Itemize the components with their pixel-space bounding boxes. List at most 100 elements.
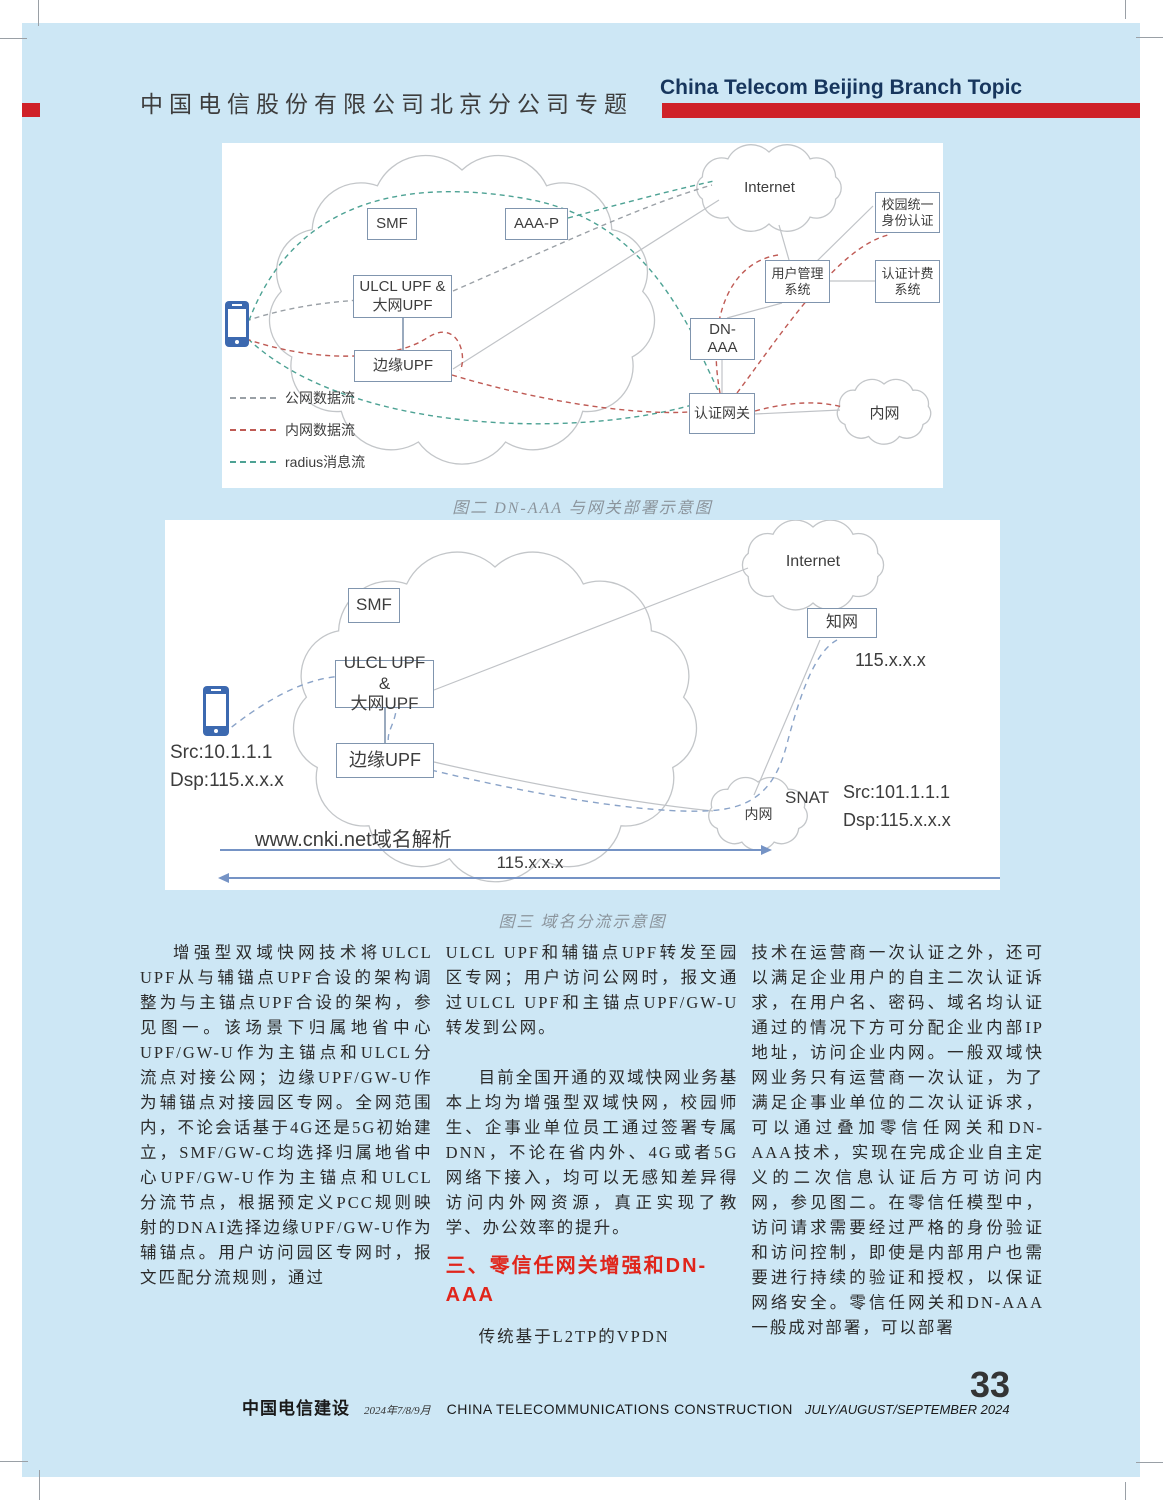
footer-date-chinese: 2024年7/8/9月 <box>364 1405 431 1417</box>
node-edge-upf-label: 边缘UPF <box>372 356 433 374</box>
crop-mark <box>1136 1462 1163 1463</box>
intranet-cloud-label: 内网 <box>869 405 900 422</box>
figure2-caption: 图二 DN-AAA 与网关部署示意图 <box>452 500 713 517</box>
node-aaa-p: AAA-P <box>505 208 568 240</box>
dns-resolve-label: www.cnki.net域名解析 <box>255 829 452 851</box>
phone-speaker <box>232 304 242 306</box>
node-user-mgmt-line2: 系统 <box>784 281 811 297</box>
node-smf: SMF <box>348 588 400 623</box>
crop-mark <box>1136 37 1163 38</box>
return-ip-label: 115.x.x.x <box>496 853 564 872</box>
nat-src-ip-label: Src:101.1.1.1 <box>843 782 951 802</box>
node-smf: SMF <box>367 208 417 240</box>
node-dn-aaa-line2: AAA <box>707 339 738 356</box>
phone-screen <box>206 694 226 726</box>
crop-mark <box>0 1461 28 1462</box>
node-smf-label: SMF <box>356 595 392 615</box>
paragraph: 技术在运营商一次认证之外，还可以满足企业用户的自主二次认证诉求，在用户名、密码、… <box>751 943 1044 1337</box>
node-billing-line1: 认证计费 <box>881 265 934 281</box>
page-footer: 中国电信建设 2024年7/8/9月 CHINA TELECOMMUNICATI… <box>242 1394 1010 1419</box>
dns-arrow-right <box>220 845 772 855</box>
figure3-caption: 图三 域名分流示意图 <box>498 914 667 931</box>
internet-cloud <box>741 520 885 611</box>
node-aaa-p-label: AAA-P <box>513 214 559 232</box>
gray-connectors <box>452 199 875 415</box>
figure2-legend: 公网数据流 内网数据流 radius消息流 <box>230 389 365 485</box>
figure2-panel: SMF AAA-P ULCL UPF & 大网UPF 边缘UPF 校园统一 身份… <box>222 143 943 488</box>
gray-connectors <box>433 567 821 812</box>
phone-home-dot <box>214 729 218 733</box>
legend-row-radius: radius消息流 <box>230 453 365 471</box>
footer-date-english: JULY/AUGUST/SEPTEMBER 2024 <box>804 1402 1010 1417</box>
node-dn-aaa-line1: DN- <box>709 320 736 338</box>
node-auth-gateway-label: 认证网关 <box>694 404 750 421</box>
node-ulcl-line2: 大网UPF <box>350 694 419 714</box>
node-ulcl-line1: ULCL UPF & <box>359 278 446 296</box>
phone-screen <box>228 309 246 337</box>
snat-label: SNAT <box>785 788 830 807</box>
node-ulcl-upf: ULCL UPF & 大网UPF <box>335 653 434 713</box>
node-edge-upf-label: 边缘UPF <box>349 749 421 770</box>
paragraph: 增强型双域快网技术将ULCL UPF从与辅锚点UPF合设的架构调整为与主锚点UP… <box>140 943 433 1287</box>
internet-cloud-label: Internet <box>785 553 841 570</box>
nat-dsp-ip-label: Dsp:115.x.x.x <box>843 810 951 830</box>
legend-label-radius: radius消息流 <box>285 454 366 470</box>
article-column-3: 技术在运营商一次认证之外，还可以满足企业用户的自主二次认证诉求，在用户名、密码、… <box>751 940 1044 1349</box>
phone-home-dot <box>235 340 239 344</box>
node-billing-line2: 系统 <box>894 281 921 297</box>
node-campus-identity: 校园统一 身份认证 <box>875 192 940 233</box>
legend-row-intranet: 内网数据流 <box>230 421 365 439</box>
mobile-phone-icon <box>225 301 249 347</box>
intranet-cloud <box>836 378 932 445</box>
phone-speaker <box>210 689 222 691</box>
paragraph: ULCL UPF和辅锚点UPF转发至园区专网；用户访问公网时，报文通过ULCL … <box>445 943 739 1037</box>
crop-mark <box>1125 1482 1126 1500</box>
node-ulcl-line1: ULCL UPF & <box>343 652 426 693</box>
intranet-flow-dash-icon <box>230 429 276 431</box>
paragraph: 传统基于L2TP的VPDN <box>478 1327 670 1346</box>
ue-src-ip-label: Src:10.1.1.1 <box>170 742 273 763</box>
node-zhiwang: 知网 <box>807 608 877 638</box>
node-auth-gateway: 认证网关 <box>689 393 755 434</box>
ip-arrow-left <box>218 873 1000 883</box>
article-columns: 增强型双域快网技术将ULCL UPF从与辅锚点UPF合设的架构调整为与主锚点UP… <box>140 940 1044 1349</box>
node-smf-label: SMF <box>376 214 408 232</box>
core-network-cloud <box>292 551 698 883</box>
node-edge-upf: 边缘UPF <box>336 743 434 778</box>
legend-label-public: 公网数据流 <box>285 390 355 406</box>
legend-row-public: 公网数据流 <box>230 389 365 407</box>
header-red-bar <box>662 103 1140 118</box>
mobile-phone-icon <box>203 686 229 736</box>
crop-mark <box>38 0 39 26</box>
node-dn-aaa: DN- AAA <box>690 318 755 360</box>
zhiwang-ip-label: 115.x.x.x <box>855 650 926 670</box>
node-ulcl-upf: ULCL UPF & 大网UPF <box>353 275 452 318</box>
page-title-chinese: 中国电信股份有限公司北京分公司专题 <box>140 91 633 117</box>
crop-mark <box>1125 0 1126 19</box>
figure3-panel: SMF ULCL UPF & 大网UPF 边缘UPF 知网 Internet 内… <box>165 520 1000 890</box>
node-campus-line2: 身份认证 <box>881 212 934 228</box>
page-title-english: China Telecom Beijing Branch Topic <box>660 76 1023 99</box>
ue-dsp-ip-label: Dsp:115.x.x.x <box>170 770 284 791</box>
public-flow-dash-icon <box>230 397 276 399</box>
article-column-2: ULCL UPF和辅锚点UPF转发至园区专网；用户访问公网时，报文通过ULCL … <box>446 940 739 1349</box>
figure3-diagram <box>218 520 1000 883</box>
radius-flow-dash-icon <box>230 461 276 463</box>
node-user-management: 用户管理 系统 <box>765 260 830 303</box>
legend-label-intranet: 内网数据流 <box>285 422 355 438</box>
crop-mark <box>39 1470 40 1500</box>
node-ulcl-line2: 大网UPF <box>372 296 433 314</box>
footer-journal-chinese: 中国电信建设 <box>242 1399 350 1418</box>
article-column-1: 增强型双域快网技术将ULCL UPF从与辅锚点UPF合设的架构调整为与主锚点UP… <box>140 940 433 1349</box>
crop-mark <box>0 38 27 39</box>
section-heading: 三、零信任网关增强和DN-AAA <box>445 1255 708 1306</box>
node-user-mgmt-line1: 用户管理 <box>771 265 824 281</box>
internet-cloud <box>696 144 842 232</box>
node-auth-billing: 认证计费 系统 <box>875 260 940 303</box>
intranet-cloud-label: 内网 <box>744 806 773 822</box>
header-red-square <box>22 103 40 117</box>
node-campus-line1: 校园统一 <box>881 196 934 212</box>
page-number: 33 <box>970 1364 1011 1405</box>
internet-cloud-label: Internet <box>744 179 795 196</box>
